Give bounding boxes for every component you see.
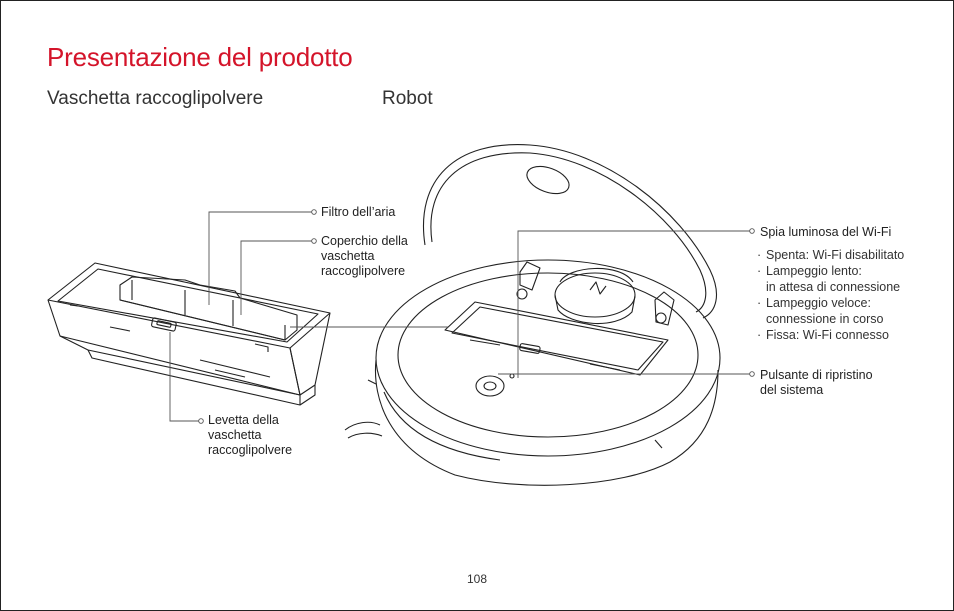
wifi-state-text: in attesa di connessione: [766, 279, 901, 294]
dust-bin-illustration: [47, 262, 331, 406]
page-title: Presentazione del prodotto: [47, 42, 353, 72]
callout-bin-lid-line: vaschetta: [321, 249, 375, 263]
wifi-state-item: ·Fissa: Wi-Fi connesso: [757, 328, 889, 342]
callout-reset-line: Pulsante di ripristino: [760, 368, 873, 382]
callout-bin-lid: Coperchio della vaschetta raccoglipolver…: [321, 234, 408, 279]
wifi-state-item: ·Spenta: Wi-Fi disabilitato: [757, 248, 905, 262]
section-title-robot: Robot: [382, 88, 433, 109]
wifi-state-item: ·Lampeggio veloce:connessione in corso: [757, 296, 884, 326]
section-title-dust-bin: Vaschetta raccoglipolvere: [47, 88, 264, 109]
wifi-state-text: connessione in corso: [766, 311, 884, 326]
callout-air-filter: Filtro dell’aria: [321, 205, 396, 219]
callout-reset-line: del sistema: [760, 383, 824, 397]
callout-bin-latch: Levetta della vaschetta raccoglipolvere: [208, 413, 292, 458]
wifi-state-text: Lampeggio lento:: [766, 264, 862, 278]
callout-bin-latch-line: vaschetta: [208, 428, 262, 442]
callout-bin-lid-line: Coperchio della: [321, 234, 408, 248]
wifi-state-text: Lampeggio veloce:: [766, 296, 871, 310]
callout-reset-button: Pulsante di ripristino del sistema: [760, 368, 873, 398]
robot-illustration: [344, 144, 721, 486]
wifi-state-text: Spenta: Wi-Fi disabilitato: [766, 248, 905, 262]
callout-wifi-light: Spia luminosa del Wi-Fi: [760, 225, 892, 239]
callout-bin-latch-line: Levetta della: [208, 413, 279, 427]
callout-bin-latch-line: raccoglipolvere: [208, 443, 293, 457]
wifi-state-text: Fissa: Wi-Fi connesso: [766, 328, 889, 342]
callout-bin-lid-line: raccoglipolvere: [321, 264, 406, 278]
page-number: 108: [467, 572, 488, 586]
leader-lines: [169, 209, 755, 424]
wifi-state-item: ·Lampeggio lento:in attesa di connession…: [757, 264, 901, 294]
